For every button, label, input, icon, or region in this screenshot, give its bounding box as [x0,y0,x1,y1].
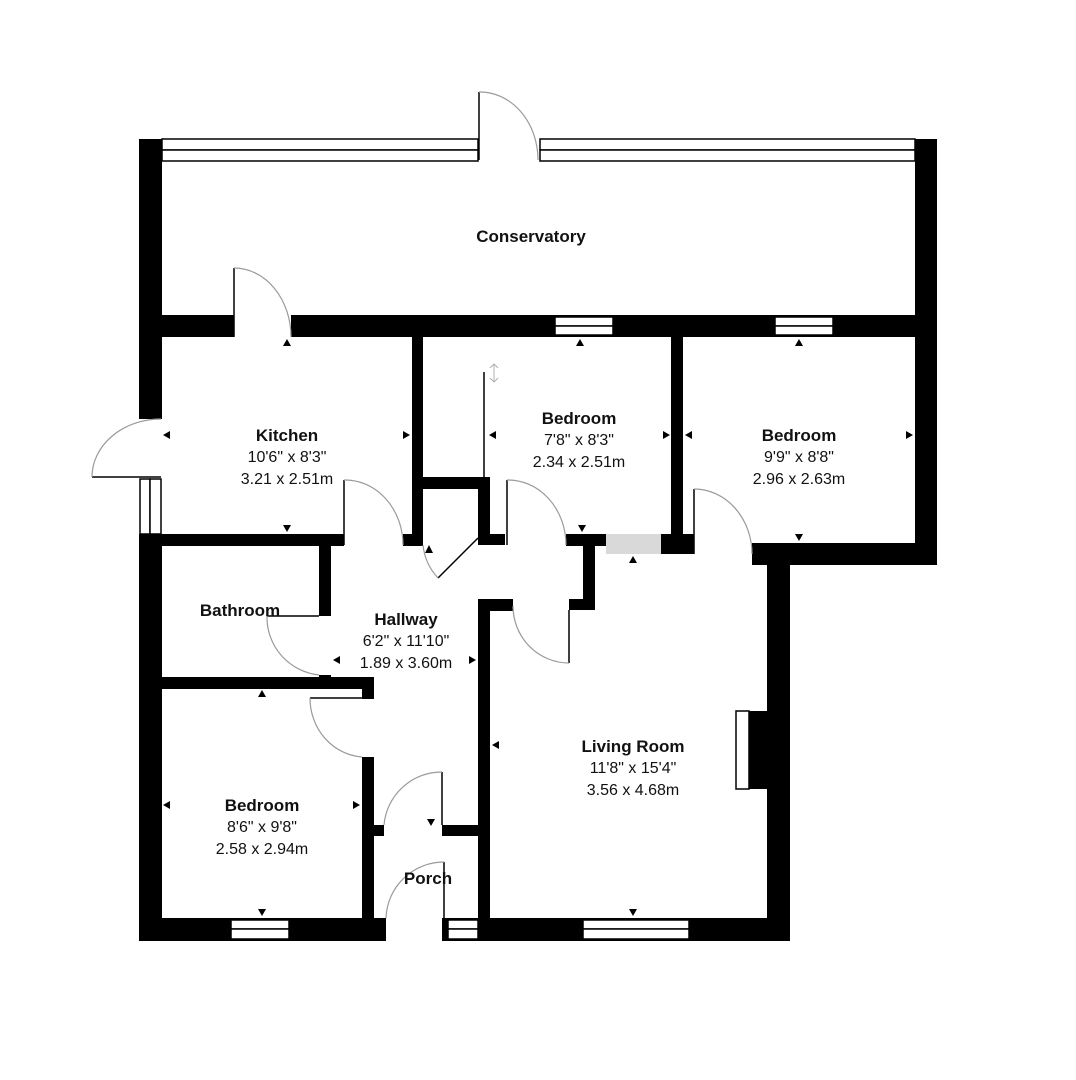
room-label-bedroom-3: Bedroom 9'9" x 8'8" 2.96 x 2.63m [753,425,846,490]
room-name: Bedroom [224,796,300,815]
room-label-conservatory: Conservatory [476,226,586,248]
room-name: Conservatory [476,227,586,246]
room-dim-metric: 2.34 x 2.51m [532,453,626,471]
room-dim-metric: 1.89 x 3.60m [359,654,453,672]
room-dim-imperial: 11'8" x 15'4" [589,760,677,778]
room-name: Living Room [581,737,685,756]
room-name: Bedroom [761,426,837,445]
room-label-living-room: Living Room 11'8" x 15'4" 3.56 x 4.68m [582,736,685,801]
room-dim-metric: 3.56 x 4.68m [586,781,680,799]
room-dim-imperial: 7'8" x 8'3" [544,432,614,450]
room-dim-imperial: 8'6" x 9'8" [227,819,297,837]
room-name: Bathroom [199,601,281,620]
room-dim-metric: 2.96 x 2.63m [752,470,846,488]
room-label-kitchen: Kitchen 10'6" x 8'3" 3.21 x 2.51m [241,425,334,490]
room-dim-imperial: 10'6" x 8'3" [247,449,327,467]
sliding-door-icon [489,363,499,383]
room-name: Kitchen [255,426,319,445]
room-dim-metric: 3.21 x 2.51m [240,470,334,488]
room-label-bedroom-1: Bedroom 8'6" x 9'8" 2.58 x 2.94m [216,795,309,860]
doors [91,91,753,919]
room-dim-imperial: 6'2" x 11'10" [362,633,450,651]
room-dim-metric: 2.58 x 2.94m [215,840,309,858]
room-name: Bedroom [541,409,617,428]
room-label-bathroom: Bathroom [200,600,280,622]
room-label-bedroom-2: Bedroom 7'8" x 8'3" 2.34 x 2.51m [533,408,626,473]
dimension-arrows [163,339,913,916]
windows [139,138,916,940]
room-dim-imperial: 9'9" x 8'8" [764,449,834,467]
room-label-hallway: Hallway 6'2" x 11'10" 1.89 x 3.60m [360,609,453,674]
room-label-porch: Porch [404,868,452,890]
room-name: Hallway [374,610,438,629]
room-name: Porch [403,869,453,888]
